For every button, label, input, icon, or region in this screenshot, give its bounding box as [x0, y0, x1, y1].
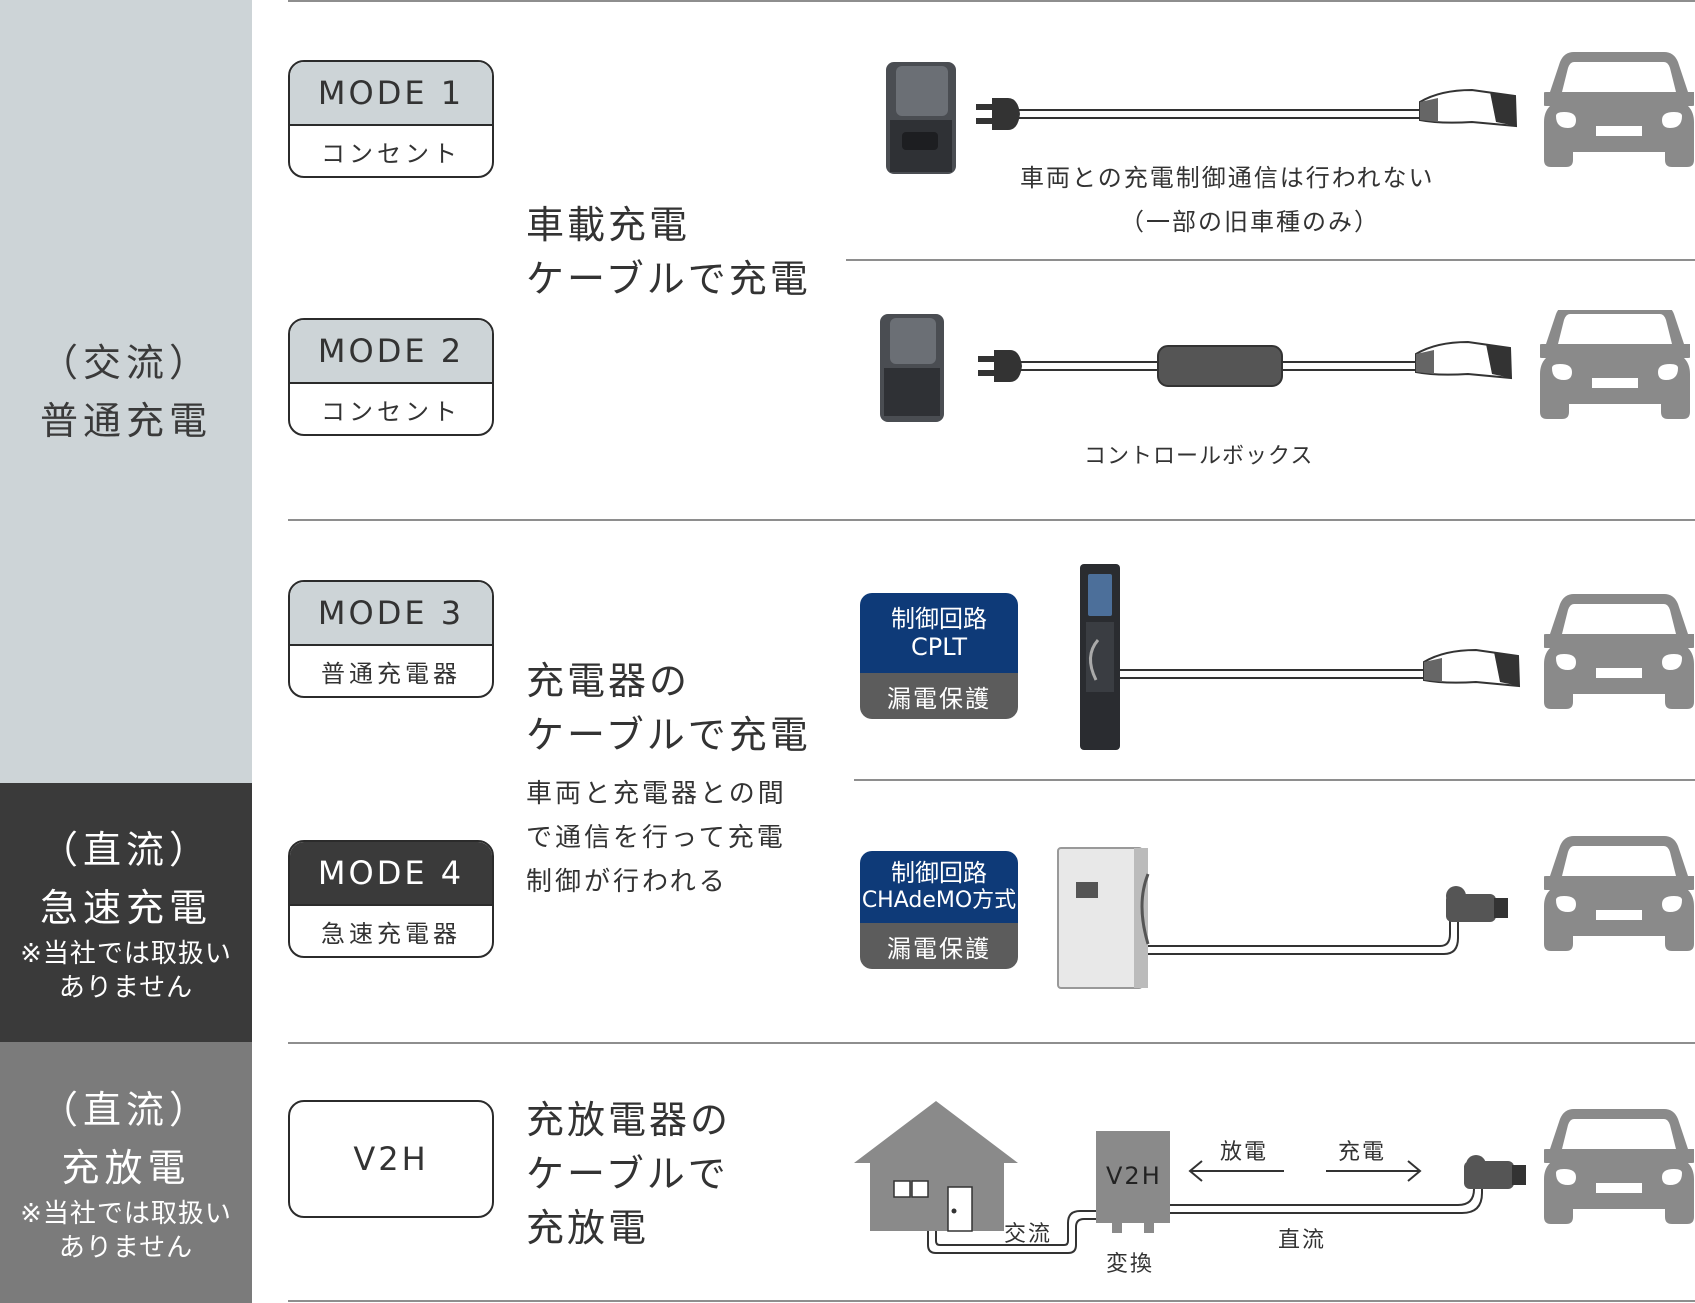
desc-onboard-line2: ケーブルで充電: [526, 257, 811, 301]
mode2-caption: コントロールボックス: [1084, 444, 1314, 469]
divider-mode3-mode4: [854, 779, 1695, 781]
vehicle-connector-icon: [1415, 340, 1513, 380]
house-icon: [854, 1101, 1018, 1232]
charge-arrow-icon: [1326, 1160, 1422, 1182]
mode2-box: MODE 2 コンセント: [288, 318, 494, 436]
mode2-name: MODE 2: [290, 320, 492, 384]
charging-cable: [1018, 109, 1430, 119]
control-mode3-line1: 制御回路: [891, 605, 987, 633]
chademo-connector-icon: [1446, 886, 1508, 922]
control-mode3-line2: CPLT: [911, 633, 967, 661]
control-box-mode3: 制御回路 CPLT 漏電保護: [860, 593, 1018, 719]
desc-charger-note: 車両と充電器との間 で通信を行って充電 制御が行われる: [526, 772, 787, 904]
category-ac-title1: （交流）: [39, 340, 212, 385]
desc-onboard: 車載充電 ケーブルで充電: [526, 198, 811, 306]
mode1-sub: コンセント: [321, 139, 461, 168]
vehicle-connector-icon: [1423, 648, 1521, 688]
category-dc-v2h-note1: ※当社では取扱い: [20, 1198, 232, 1229]
car-icon: [1540, 310, 1690, 419]
car-icon: [1544, 1109, 1694, 1224]
control-mode4-protect: 漏電保護: [860, 923, 1018, 969]
car-icon: [1544, 594, 1694, 709]
mode3-name: MODE 3: [290, 582, 492, 646]
v2h-illustration: [854, 1101, 1694, 1254]
category-ac: （交流） 普通充電: [0, 0, 252, 783]
control-mode4-line1: 制御回路: [891, 859, 987, 887]
control-mode4-line2: CHAdeMO方式: [861, 888, 1017, 913]
wall-outlet-icon: [886, 62, 956, 174]
desc-charger-note-line2: で通信を行って充電: [526, 823, 786, 853]
mode1-box: MODE 1 コンセント: [288, 60, 494, 178]
divider-mode2-mode3: [288, 519, 1695, 521]
divider-bottom: [288, 1300, 1695, 1302]
category-dc-fast-note2: ありません: [58, 972, 194, 1003]
category-dc-fast: （直流） 急速充電 ※当社では取扱い ありません: [0, 783, 252, 1042]
desc-v2h: 充放電器の ケーブルで 充放電: [526, 1093, 731, 1255]
desc-v2h-line3: 充放電: [526, 1206, 650, 1250]
desc-charger-line1: 充電器の: [526, 659, 691, 703]
v2h-dc-label: 直流: [1278, 1228, 1327, 1253]
plug-icon: [976, 98, 1020, 130]
divider-top: [288, 0, 1695, 2]
mode1-illustration: [886, 52, 1694, 174]
plug-icon: [978, 350, 1022, 382]
mode3-box: MODE 3 普通充電器: [288, 580, 494, 698]
mode1-caption-line2: （一部の旧車種のみ）: [1120, 208, 1380, 236]
v2h-charge-label: 充電: [1338, 1140, 1387, 1165]
v2h-unit-icon: [1096, 1131, 1170, 1233]
ac-cable: [927, 1210, 1096, 1254]
v2h-box: V2H: [288, 1100, 494, 1218]
mode3-sub: 普通充電器: [321, 659, 461, 688]
category-ac-title2: 普通充電: [39, 398, 212, 443]
divider-mode1-mode2: [846, 259, 1695, 261]
mode3-illustration: [1080, 564, 1694, 750]
desc-charger-line2: ケーブルで充電: [526, 713, 811, 757]
vehicle-connector-icon: [1419, 88, 1518, 128]
mode1-caption-line1: 車両との充電制御通信は行われない: [1020, 164, 1435, 192]
control-box-icon: [1157, 345, 1283, 387]
mode4-box: MODE 4 急速充電器: [288, 840, 494, 958]
desc-v2h-line2: ケーブルで: [526, 1152, 729, 1196]
category-dc-v2h-note2: ありません: [58, 1232, 194, 1263]
desc-charger-note-line1: 車両と充電器との間: [526, 779, 787, 809]
dc-cable: [1170, 1177, 1483, 1214]
v2h-ac-label: 交流: [1004, 1222, 1053, 1247]
desc-charger: 充電器の ケーブルで充電: [526, 654, 811, 762]
v2h-unit-label: V2H: [1106, 1162, 1162, 1190]
category-dc-fast-title2: 急速充電: [39, 885, 212, 930]
v2h-discharge-label: 放電: [1220, 1140, 1269, 1165]
mode2-sub: コンセント: [321, 397, 461, 426]
mode1-name: MODE 1: [290, 62, 492, 126]
desc-charger-note-line3: 制御が行われる: [526, 867, 728, 897]
v2h-name: V2H: [353, 1140, 429, 1178]
car-icon: [1544, 52, 1694, 167]
charging-cable: [1148, 910, 1459, 955]
mode4-sub: 急速充電器: [321, 919, 461, 948]
category-dc-v2h-title2: 充放電: [61, 1145, 191, 1190]
charging-station-icon: [1080, 564, 1120, 750]
category-dc-fast-title1: （直流）: [39, 827, 212, 872]
divider-mode4-v2h: [288, 1042, 1695, 1044]
discharge-arrow-icon: [1188, 1160, 1284, 1182]
category-dc-v2h-title1: （直流）: [39, 1087, 212, 1132]
v2h-conversion-label: 変換: [1106, 1252, 1155, 1277]
wall-outlet-icon: [880, 314, 944, 422]
charging-cable: [1120, 669, 1430, 679]
mode4-name: MODE 4: [290, 842, 492, 906]
control-box-mode4: 制御回路 CHAdeMO方式 漏電保護: [860, 851, 1018, 969]
chademo-connector-icon: [1464, 1155, 1526, 1189]
category-dc-v2h: （直流） 充放電 ※当社では取扱い ありません: [0, 1042, 252, 1303]
car-icon: [1544, 836, 1694, 951]
category-dc-fast-note1: ※当社では取扱い: [20, 938, 232, 969]
mode2-illustration: [880, 310, 1690, 422]
quick-charger-icon: [1057, 847, 1150, 989]
desc-v2h-line1: 充放電器の: [526, 1098, 732, 1142]
control-mode3-protect: 漏電保護: [860, 673, 1018, 719]
mode4-illustration: [1057, 836, 1694, 989]
desc-onboard-line1: 車載充電: [526, 203, 691, 247]
